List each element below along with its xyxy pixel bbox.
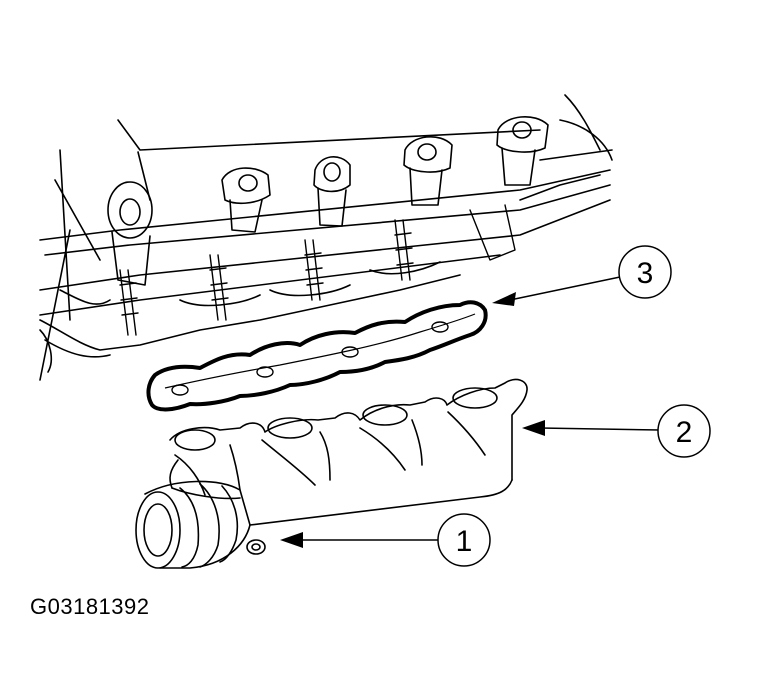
callout-1: 1 — [280, 513, 491, 567]
callout-3-label: 3 — [637, 257, 654, 290]
coil-3 — [313, 156, 351, 227]
coil-4 — [403, 136, 453, 206]
callout-3: 3 — [492, 245, 672, 306]
callout-2: 2 — [522, 404, 711, 458]
coil-2 — [221, 167, 271, 233]
coil-5 — [496, 115, 549, 186]
exhaust-manifold — [135, 378, 528, 569]
coil-1 — [107, 181, 153, 286]
figure-code: G03181392 — [30, 594, 150, 619]
callout-1-label: 1 — [456, 525, 473, 558]
exhaust-studs — [119, 204, 516, 336]
manifold-outlet — [135, 480, 251, 569]
callout-2-label: 2 — [676, 416, 693, 449]
exhaust-manifold-gasket — [146, 300, 488, 412]
cylinder-head — [39, 94, 613, 381]
